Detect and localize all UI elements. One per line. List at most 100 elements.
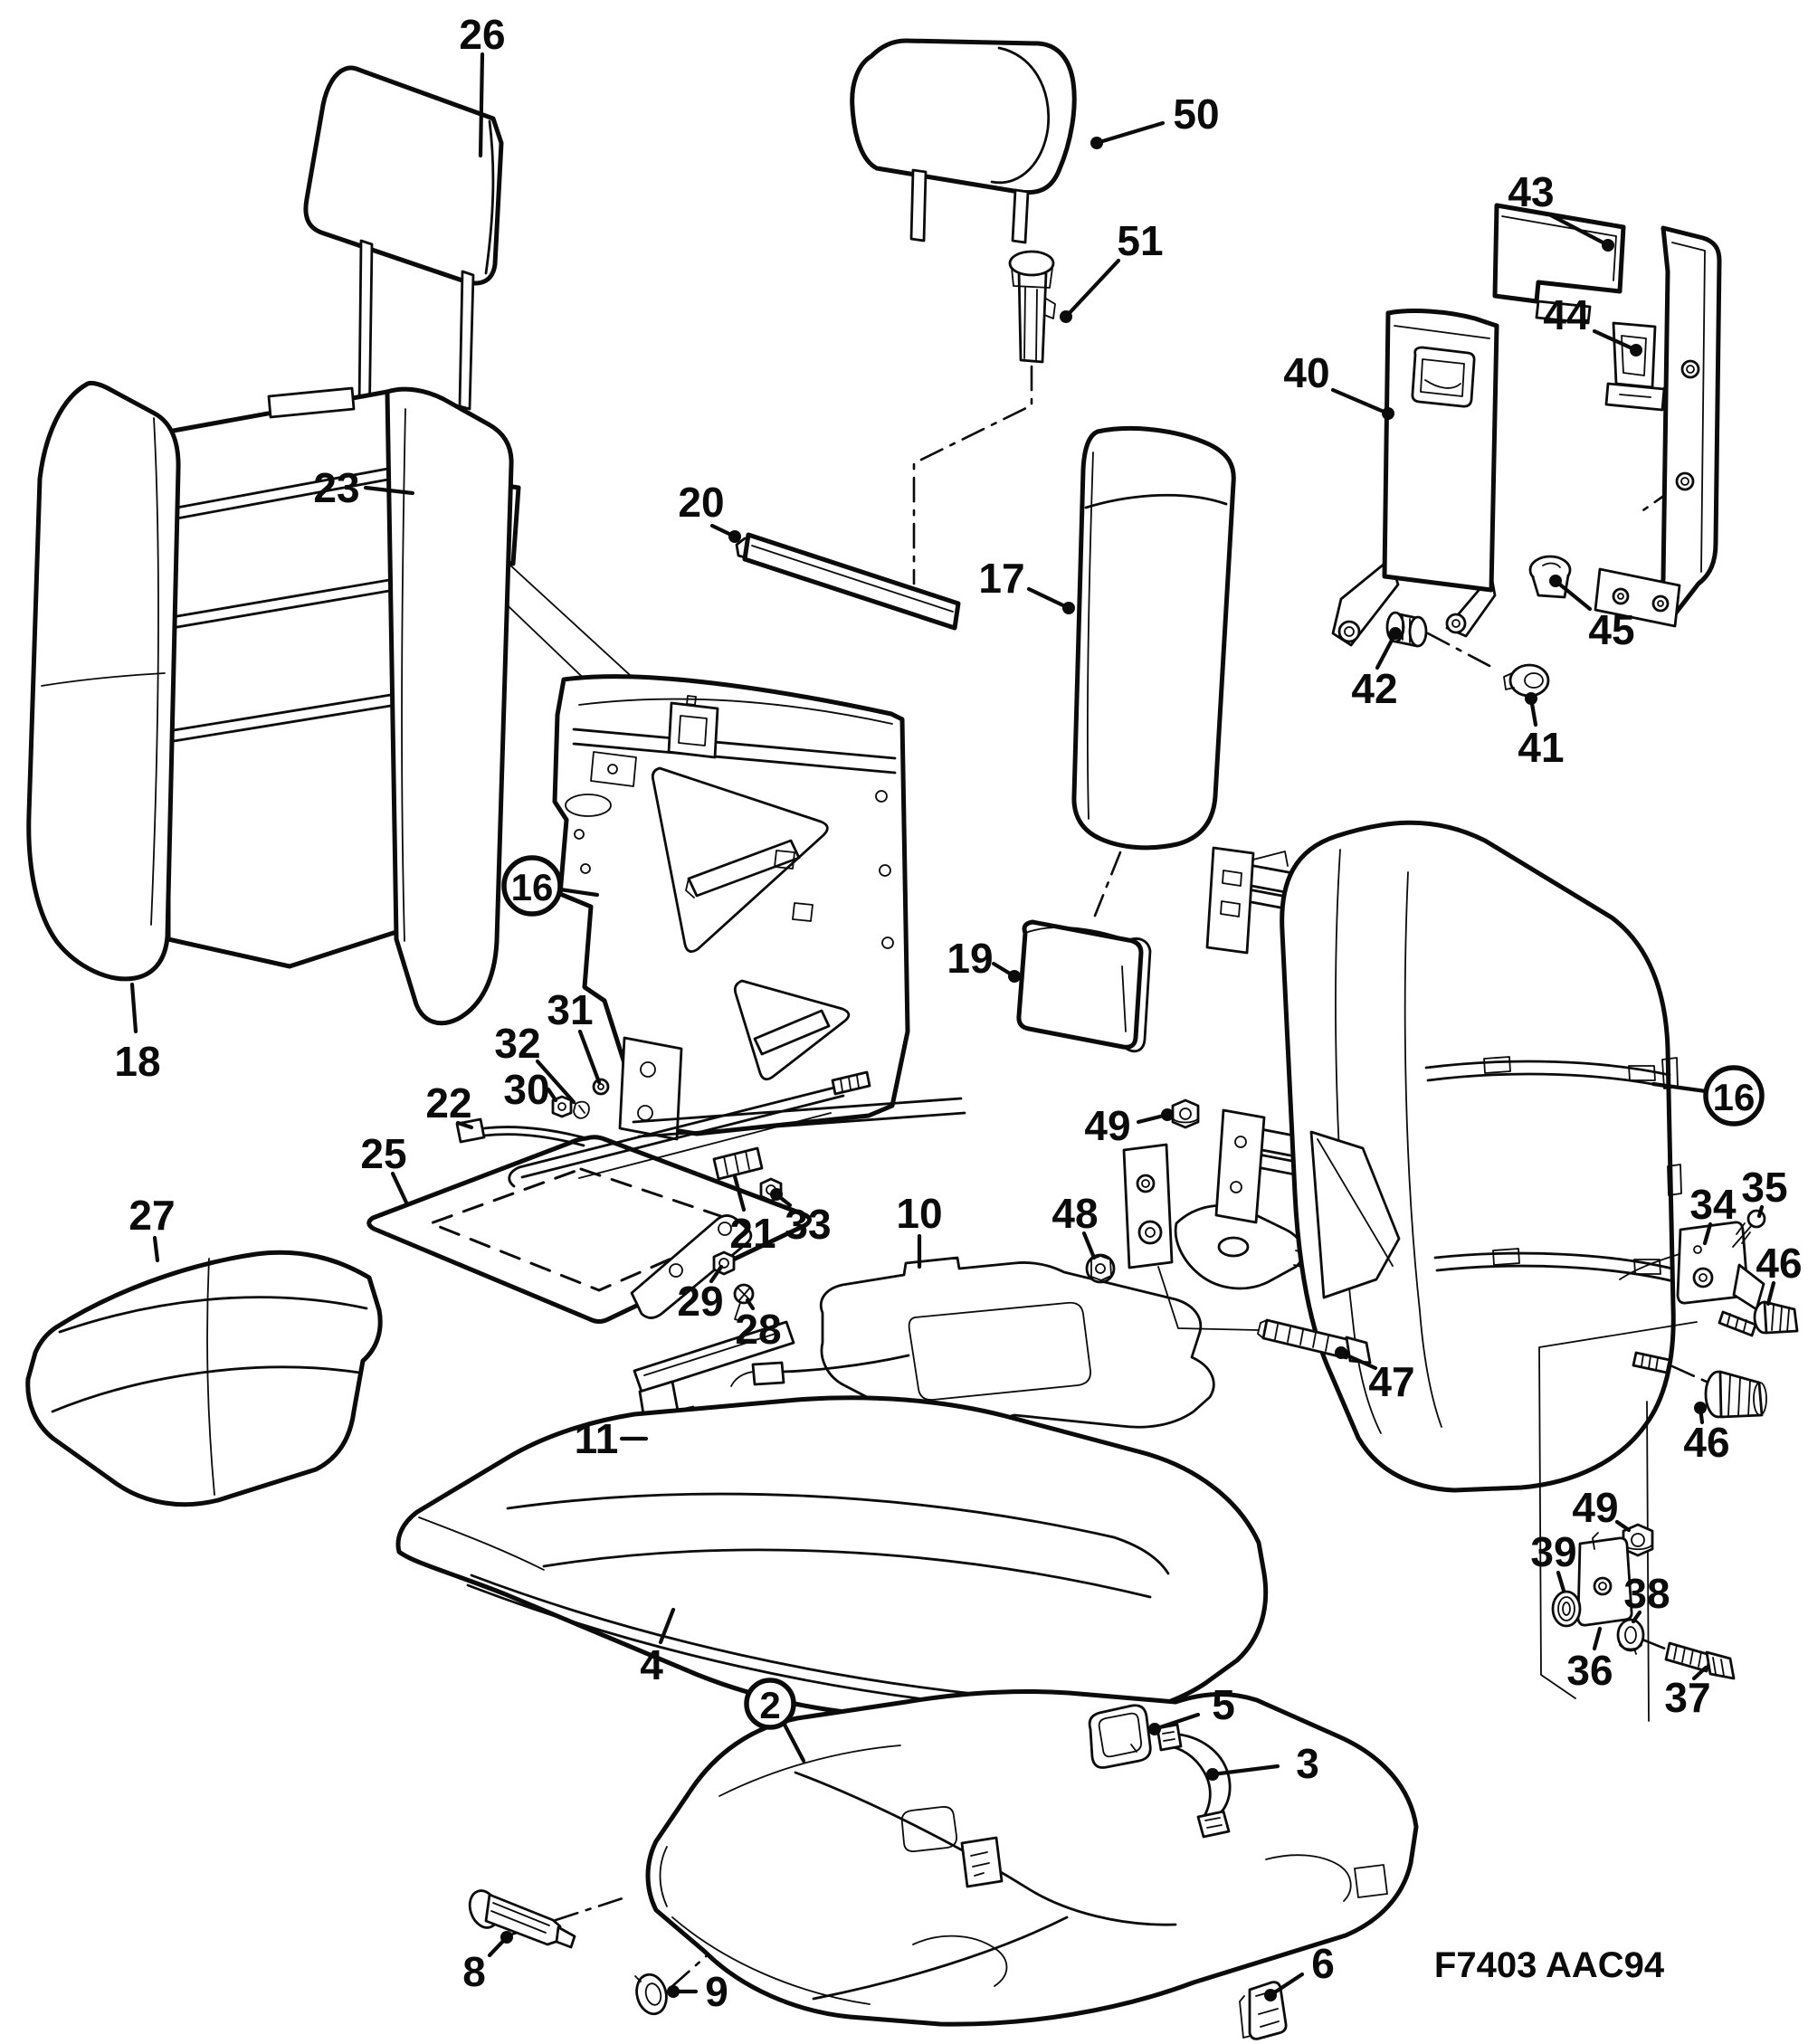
callout-5-42: 5 bbox=[1148, 1681, 1235, 1735]
cap-46-upper bbox=[1753, 1300, 1799, 1335]
part-number: 37 bbox=[1664, 1674, 1710, 1721]
screw-34-lower bbox=[1718, 1310, 1757, 1337]
callout-38-36: 38 bbox=[1623, 1570, 1670, 1624]
part-number: 49 bbox=[1572, 1484, 1618, 1531]
leader-line bbox=[1210, 1764, 1280, 1777]
leader-dot bbox=[1264, 1989, 1277, 2001]
callout-11-39: 11 bbox=[575, 1415, 649, 1462]
plug-45 bbox=[1528, 555, 1572, 599]
callout-2-41: 2 bbox=[744, 1678, 806, 1764]
side-bracket-43 bbox=[1594, 225, 1722, 628]
drawing-code: F7403 AAC94 bbox=[1434, 1945, 1665, 1985]
leader-line bbox=[390, 1171, 409, 1205]
leader-line bbox=[1553, 578, 1593, 612]
part-number: 46 bbox=[1683, 1419, 1729, 1466]
callout-23-6: 23 bbox=[313, 464, 415, 511]
backrest-frame-16 bbox=[552, 674, 966, 1141]
part-number: 50 bbox=[1173, 90, 1219, 138]
clip-32 bbox=[573, 1100, 590, 1119]
part-number: 44 bbox=[1543, 291, 1590, 338]
leader-line bbox=[129, 982, 138, 1034]
callout-39-35: 39 bbox=[1530, 1528, 1577, 1593]
callout-16-15: 16 bbox=[1651, 1065, 1765, 1127]
seatback-16-right bbox=[1280, 820, 1682, 1493]
part-number: 26 bbox=[459, 11, 505, 58]
part-number: 51 bbox=[1117, 217, 1163, 264]
leader-line bbox=[658, 1607, 676, 1645]
callout-31-16: 31 bbox=[547, 986, 602, 1085]
callout-32-17: 32 bbox=[494, 1020, 576, 1105]
part-number: 3 bbox=[1296, 1740, 1319, 1787]
callout-36-37: 36 bbox=[1566, 1626, 1613, 1694]
part-number: 31 bbox=[547, 986, 593, 1033]
callout-25-20: 25 bbox=[360, 1130, 409, 1205]
guide-sleeve-51 bbox=[1008, 250, 1056, 364]
callout-50-1: 50 bbox=[1090, 90, 1220, 149]
part-number: 27 bbox=[128, 1192, 175, 1239]
leader-line bbox=[1631, 1610, 1642, 1624]
callout-33-22: 33 bbox=[770, 1188, 832, 1248]
bolt-37 bbox=[1664, 1641, 1736, 1680]
leader-dot bbox=[1161, 1108, 1174, 1121]
leader-dot bbox=[1008, 970, 1021, 983]
leader-line bbox=[745, 1298, 756, 1311]
cushion-pad-27 bbox=[25, 1250, 383, 1507]
callout-17-8: 17 bbox=[978, 555, 1075, 614]
seatback-pad-18 bbox=[26, 380, 514, 1026]
callout-22-19: 22 bbox=[425, 1079, 474, 1130]
leader-line bbox=[1614, 1519, 1632, 1533]
part-number: 17 bbox=[978, 555, 1024, 602]
part-number: 10 bbox=[896, 1190, 942, 1237]
leader-line bbox=[1094, 120, 1166, 146]
leader-line bbox=[1330, 387, 1391, 416]
leader-line bbox=[363, 485, 415, 496]
part-number: 25 bbox=[360, 1130, 406, 1177]
headrest-50 bbox=[850, 38, 1077, 244]
callout-48-27: 48 bbox=[1051, 1190, 1099, 1260]
leader-dot bbox=[667, 1985, 680, 1998]
part-number: 4 bbox=[640, 1641, 663, 1688]
nut-48 bbox=[1085, 1253, 1116, 1284]
inset-frame bbox=[1538, 1321, 1698, 1722]
cable-22 bbox=[455, 1117, 588, 1147]
leader-line bbox=[1081, 1231, 1097, 1260]
part-number: 16 bbox=[511, 866, 554, 908]
callout-9-45: 9 bbox=[667, 1968, 728, 2015]
part-number: 28 bbox=[735, 1306, 781, 1353]
part-number: 41 bbox=[1518, 724, 1564, 771]
cap-46-mid bbox=[1704, 1370, 1767, 1419]
nut-49-upper bbox=[1171, 1098, 1200, 1129]
leader-line bbox=[577, 1029, 602, 1085]
callout-3-43: 3 bbox=[1206, 1740, 1319, 1787]
bracket-34 bbox=[1619, 1221, 1765, 1311]
leader-line bbox=[152, 1235, 160, 1263]
part-number: 8 bbox=[462, 1948, 486, 1995]
bracket-44 bbox=[1604, 321, 1666, 412]
part-number: 19 bbox=[947, 935, 993, 982]
part-number: 40 bbox=[1283, 349, 1329, 396]
leader-line bbox=[455, 1120, 474, 1130]
leader-dot bbox=[770, 1188, 783, 1201]
part-number: 38 bbox=[1623, 1570, 1670, 1617]
callout-19-14: 19 bbox=[947, 935, 1021, 983]
leader-dot bbox=[1335, 1346, 1347, 1359]
callout-16-12: 16 bbox=[501, 855, 600, 917]
seat-cushion-4 bbox=[395, 1395, 1269, 1721]
leader-line bbox=[782, 1722, 806, 1764]
leader-dot bbox=[1090, 137, 1103, 149]
washer-31 bbox=[592, 1078, 610, 1096]
callout-44-4: 44 bbox=[1543, 291, 1642, 357]
leader-dot bbox=[1148, 1723, 1161, 1735]
part-number: 21 bbox=[729, 1210, 776, 1257]
callout-45-10: 45 bbox=[1549, 575, 1635, 653]
leader-dot bbox=[1060, 310, 1072, 323]
callout-20-7: 20 bbox=[678, 479, 741, 543]
callout-46-33: 46 bbox=[1683, 1402, 1730, 1466]
part-number: 42 bbox=[1351, 665, 1397, 712]
callout-ring bbox=[501, 855, 563, 917]
leader-dot bbox=[1602, 239, 1614, 252]
callout-6-46: 6 bbox=[1264, 1940, 1335, 2001]
callout-30-18: 30 bbox=[503, 1066, 558, 1113]
callout-4-40: 4 bbox=[640, 1607, 676, 1688]
leader-line bbox=[1556, 1570, 1566, 1593]
